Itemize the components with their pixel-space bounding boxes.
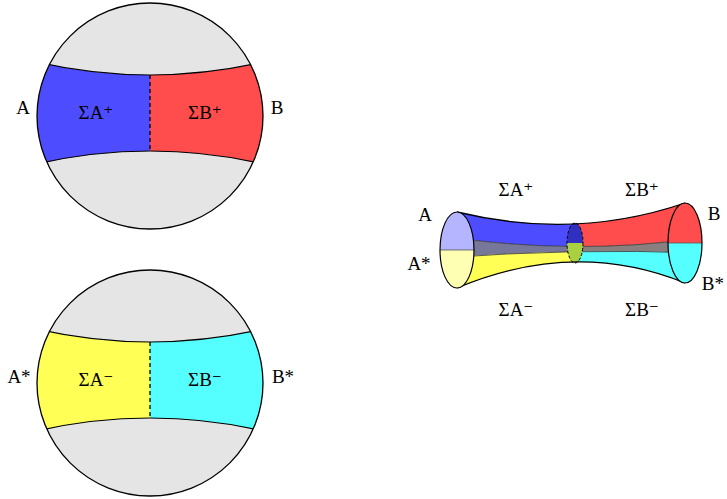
bottom-disc (20, 270, 280, 496)
sigma-b-plus-region (150, 58, 280, 168)
sigma-a-minus-region (20, 325, 150, 435)
region-name: ΣB⁻ (625, 300, 659, 321)
boundary-label: A* (407, 254, 430, 275)
boundary-label: B* (702, 274, 724, 295)
region-name: ΣA⁺ (499, 180, 534, 201)
region-name: ΣB⁻ (188, 370, 222, 391)
boundary-label: B* (272, 367, 294, 388)
neck-circle (567, 223, 583, 263)
top-disc (20, 3, 280, 229)
region-name: ΣB⁺ (625, 180, 659, 201)
wormhole-tube (440, 203, 702, 288)
region-label-box: ΣB⁺ (184, 101, 226, 126)
region-name: ΣA⁺ (79, 103, 114, 124)
boundary-label: A* (7, 367, 30, 388)
region-label-box: ΣA⁺ (75, 101, 118, 126)
dashed-divider (149, 75, 150, 151)
right-end-cap (668, 203, 702, 283)
region-label-box: ΣA⁻ (75, 368, 118, 393)
sigma-a-plus-region (20, 58, 150, 168)
boundary-label: B (271, 98, 284, 119)
region-name: ΣA⁻ (499, 300, 534, 321)
dashed-divider (149, 342, 150, 418)
boundary-label: A (418, 205, 432, 226)
region-label-box: ΣB⁻ (184, 368, 226, 393)
boundary-label: B (708, 204, 721, 225)
sigma-b-minus-region (150, 325, 280, 435)
left-end-cap (440, 212, 474, 288)
region-name: ΣA⁻ (79, 370, 114, 391)
region-name: ΣB⁺ (188, 103, 222, 124)
boundary-label: A (16, 98, 30, 119)
